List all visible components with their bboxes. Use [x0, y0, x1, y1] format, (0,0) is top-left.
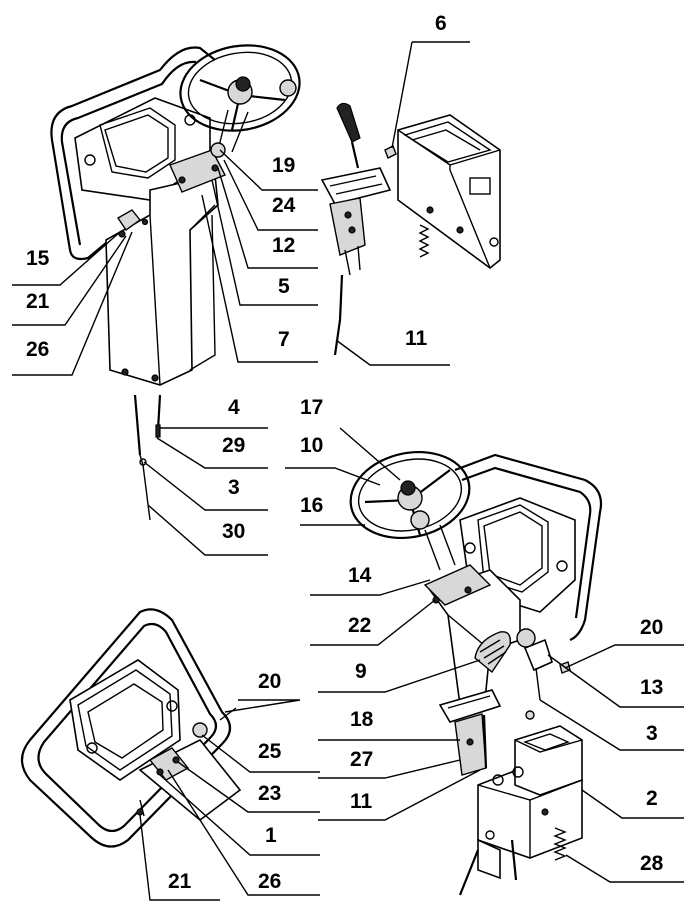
callout-25: 25 — [258, 740, 282, 763]
callout-labels: 6 19 24 12 5 15 21 26 7 11 4 29 3 30 17 … — [26, 12, 664, 893]
callout-29: 29 — [222, 434, 245, 457]
callout-13: 13 — [640, 676, 663, 699]
callout-19: 19 — [272, 154, 295, 177]
callout-26-bottom: 26 — [258, 870, 281, 893]
callout-24: 24 — [272, 194, 296, 217]
callout-7: 7 — [278, 328, 290, 351]
callout-10: 10 — [300, 434, 323, 457]
callout-17: 17 — [300, 396, 323, 419]
bottom-left-top-view-assembly — [20, 608, 242, 848]
callout-1: 1 — [265, 824, 277, 847]
callout-26-top: 26 — [26, 338, 49, 361]
callout-18: 18 — [350, 708, 374, 731]
callout-20-left: 20 — [258, 670, 281, 693]
callout-15: 15 — [26, 247, 50, 270]
callout-23: 23 — [258, 782, 281, 805]
callout-11-top: 11 — [405, 327, 428, 350]
callout-27: 27 — [350, 748, 373, 771]
callout-30: 30 — [222, 520, 245, 543]
callout-21-top: 21 — [26, 290, 50, 313]
callout-4: 4 — [228, 396, 240, 419]
callout-28: 28 — [640, 852, 664, 875]
callout-21-bottom: 21 — [168, 870, 192, 893]
callout-16: 16 — [300, 494, 323, 517]
callout-22: 22 — [348, 614, 371, 637]
leader-lines — [12, 41, 684, 901]
callout-5: 5 — [278, 275, 290, 298]
callout-9: 9 — [355, 660, 367, 683]
callout-3-right: 3 — [646, 722, 658, 745]
callout-2: 2 — [646, 787, 658, 810]
callout-11-bottom: 11 — [350, 790, 373, 813]
callout-3-top: 3 — [228, 476, 240, 499]
callout-20-right: 20 — [640, 616, 663, 639]
main-column-assembly — [349, 450, 603, 896]
callout-14: 14 — [348, 564, 372, 587]
top-steering-column-assembly — [50, 44, 301, 521]
callout-12: 12 — [272, 234, 295, 257]
top-control-lever-assembly — [320, 102, 501, 356]
callout-6: 6 — [435, 12, 447, 35]
